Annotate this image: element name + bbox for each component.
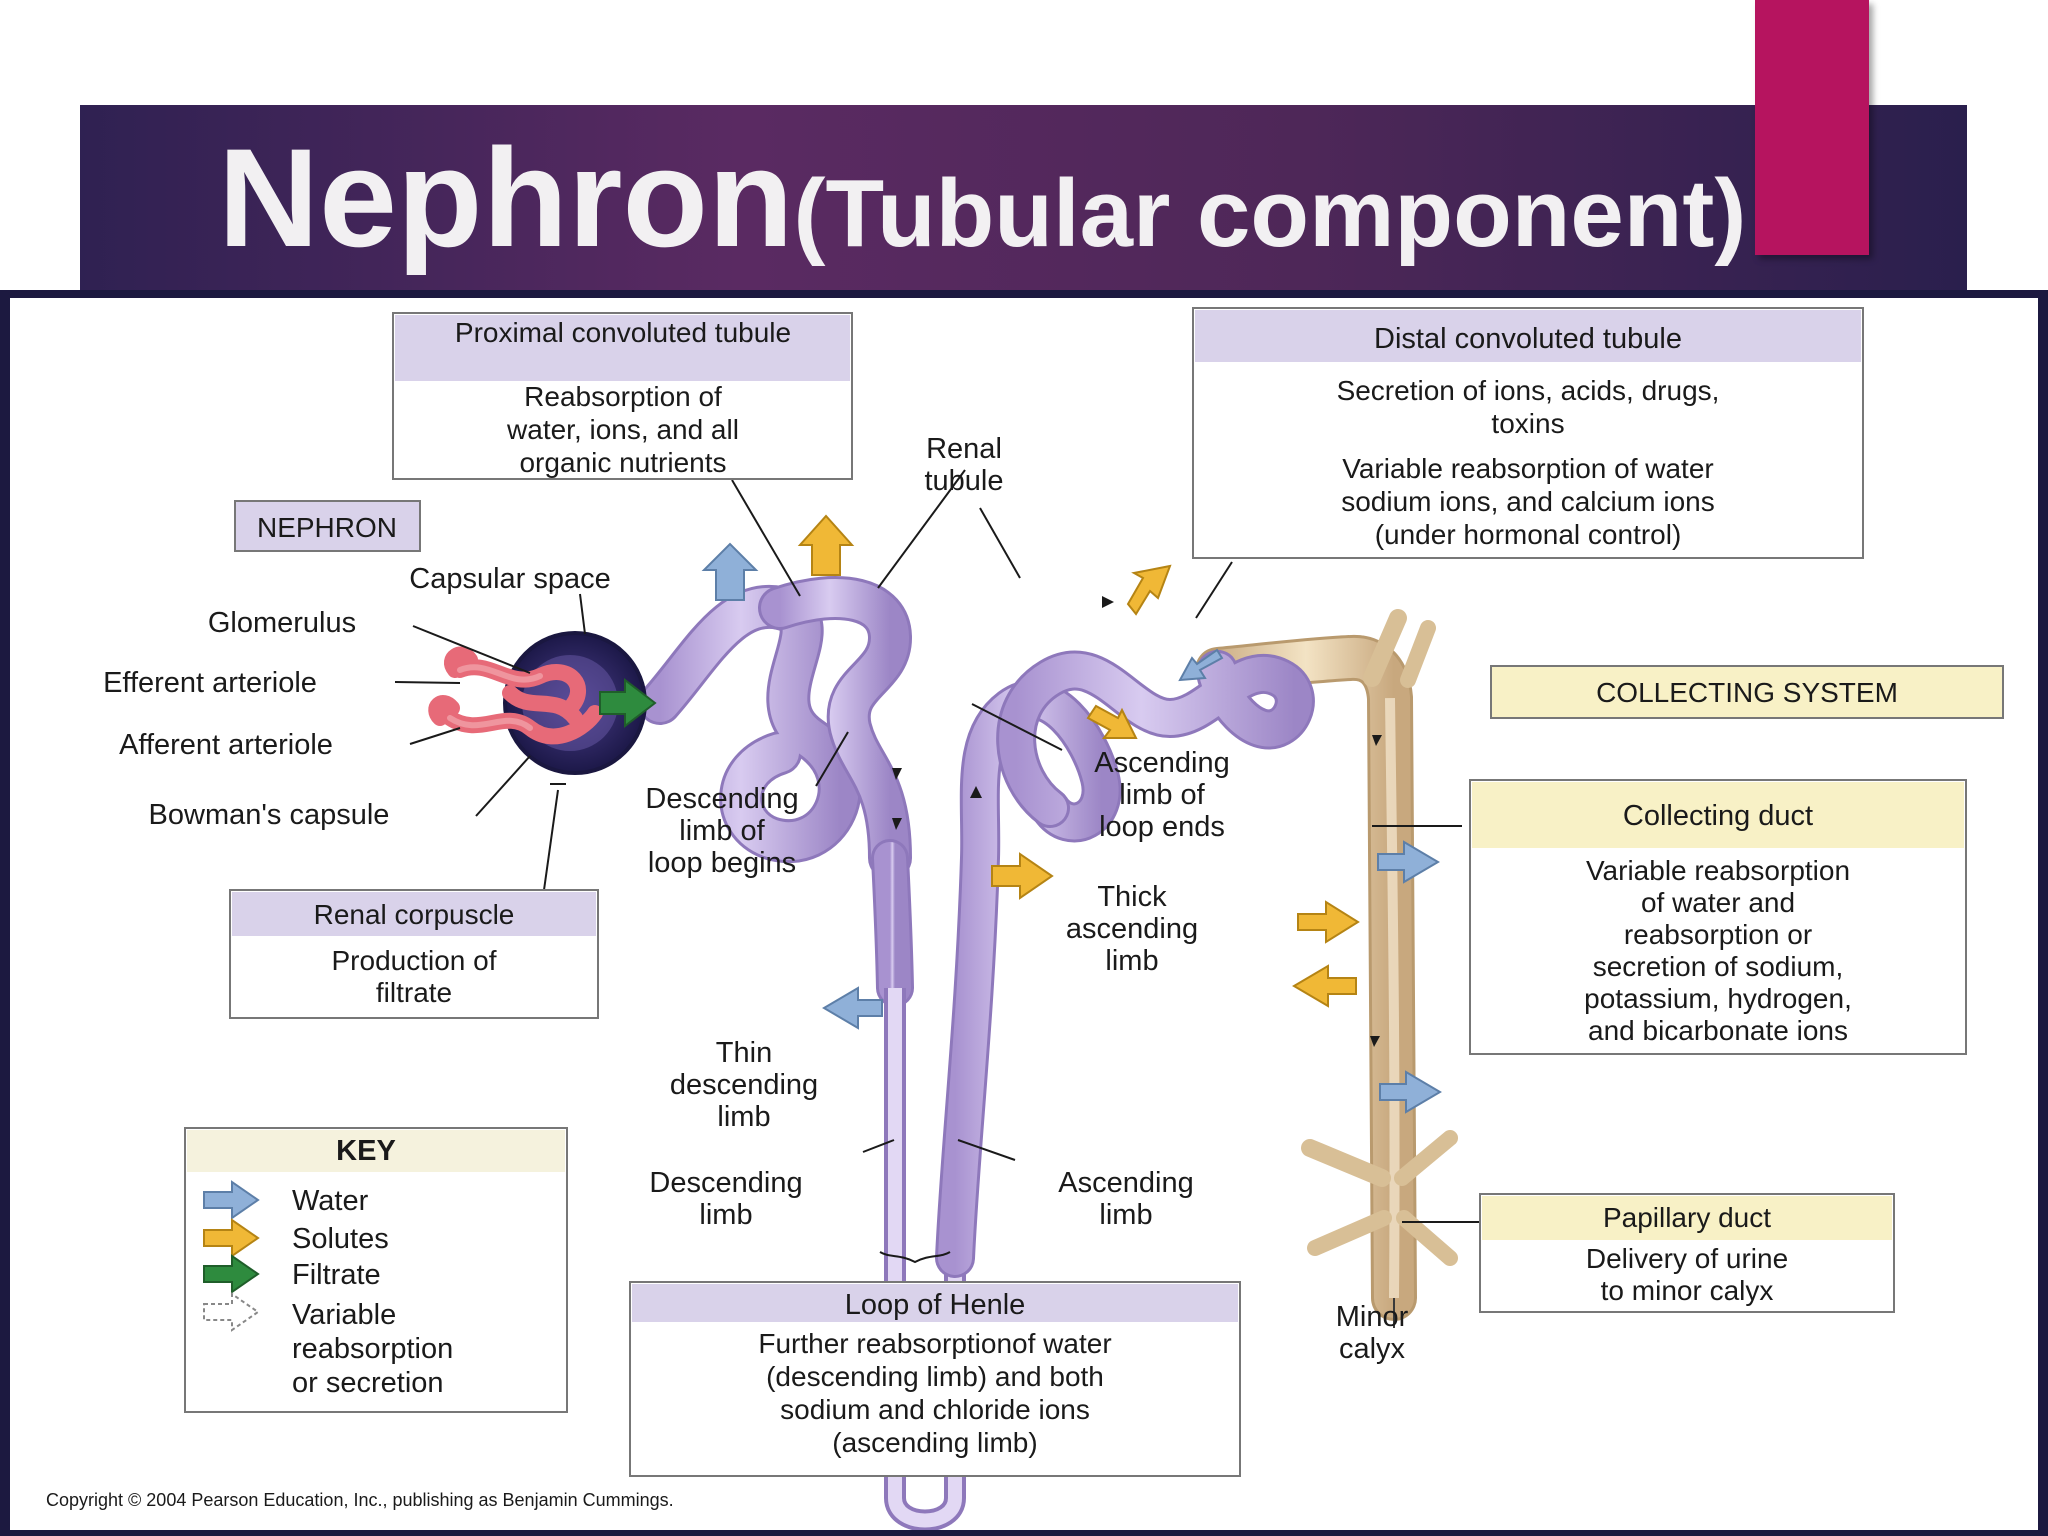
label-desc-begins-2: limb of	[679, 815, 765, 847]
dct-line-4: sodium ions, and calcium ions	[1341, 486, 1715, 517]
rc-line-1: Production of	[332, 945, 497, 976]
renal-corpuscle-graphic	[428, 631, 647, 775]
cd-line-1: Variable reabsorption	[1586, 855, 1850, 886]
nephron-tag: NEPHRON	[234, 500, 421, 552]
collecting-system-tag-text: COLLECTING SYSTEM	[1596, 677, 1898, 708]
label-asc-ends-1: Ascending	[1094, 747, 1229, 779]
label-asc-ends-2: limb of	[1119, 779, 1205, 811]
dct-line-3: Variable reabsorption of water	[1342, 453, 1713, 484]
label-efferent: Efferent arteriole	[103, 667, 317, 699]
renal-corpuscle-box: Renal corpuscle Production of filtrate	[229, 889, 599, 1019]
dct-line-2: toxins	[1491, 408, 1564, 439]
cd-title: Collecting duct	[1623, 800, 1813, 832]
water-arrow-icon	[1379, 1070, 1442, 1114]
pct-line-1: Reabsorption of	[524, 381, 722, 412]
water-arrow-icon	[1178, 648, 1224, 682]
pd-line-2: to minor calyx	[1601, 1275, 1774, 1306]
label-thick-asc-2: ascending	[1066, 913, 1198, 945]
rc-title: Renal corpuscle	[314, 899, 515, 930]
label-desc-begins-1: Descending	[645, 783, 798, 815]
dct-box: Distal convoluted tubule Secretion of io…	[1192, 307, 1864, 559]
loh-line-3: sodium and chloride ions	[780, 1394, 1090, 1425]
collecting-system-tag: COLLECTING SYSTEM	[1490, 665, 2004, 719]
label-glomerulus: Glomerulus	[208, 607, 356, 639]
accent-bar	[1755, 0, 1869, 255]
pct-box: Proximal convoluted tubule Reabsorption …	[392, 312, 853, 480]
title-main: Nephron	[218, 119, 794, 276]
label-renal-tubule-2: tubule	[924, 465, 1003, 497]
label-desc-begins-3: loop begins	[648, 847, 796, 879]
label-desc-limb-1: Descending	[649, 1167, 802, 1199]
solute-arrow-icon	[1126, 564, 1172, 616]
key-variable-icon	[203, 1292, 260, 1332]
papillary-duct-box: Papillary duct Delivery of urine to mino…	[1479, 1193, 1895, 1313]
key-water: Water	[292, 1185, 369, 1217]
label-thick-asc-3: limb	[1105, 945, 1158, 977]
dct-title: Distal convoluted tubule	[1374, 323, 1682, 355]
title-band	[80, 105, 1967, 290]
pd-title: Papillary duct	[1603, 1202, 1771, 1233]
key-or-secretion: or secretion	[292, 1367, 444, 1399]
filtrate-arrow-icon	[599, 677, 657, 729]
key-variable: Variable	[292, 1299, 396, 1331]
free-labels: Capsular space Glomerulus Efferent arter…	[46, 433, 1409, 1510]
pct-line-3: organic nutrients	[519, 447, 726, 478]
rc-line-2: filtrate	[376, 977, 452, 1008]
cd-line-6: and bicarbonate ions	[1588, 1015, 1848, 1046]
label-minor-calyx-2: calyx	[1339, 1333, 1406, 1365]
loop-of-henle-box: Loop of Henle Further reabsorptionof wat…	[629, 1281, 1241, 1477]
water-arrow-icon	[822, 986, 883, 1030]
cd-line-5: potassium, hydrogen,	[1584, 983, 1852, 1014]
dct-line-5: (under hormonal control)	[1375, 519, 1682, 550]
key-reabsorption: reabsorption	[292, 1333, 453, 1365]
key-water-icon	[203, 1180, 260, 1220]
copyright: Copyright © 2004 Pearson Education, Inc.…	[46, 1490, 674, 1510]
solute-arrow-icon	[1086, 704, 1138, 739]
solute-arrow-icon	[1292, 964, 1357, 1008]
key-solutes: Solutes	[292, 1223, 389, 1255]
slide-title: Nephron(Tubular component)	[218, 128, 1746, 268]
solute-arrow-icon	[991, 852, 1054, 900]
loh-line-4: (ascending limb)	[832, 1427, 1037, 1458]
collecting-duct-box: Collecting duct Variable reabsorption of…	[1469, 779, 1967, 1055]
nephron-tag-text: NEPHRON	[257, 512, 397, 543]
label-thin-desc-1: Thin	[716, 1037, 772, 1069]
label-thin-desc-2: descending	[670, 1069, 818, 1101]
label-desc-limb-2: limb	[699, 1199, 752, 1231]
leader-lines	[394, 469, 1480, 1264]
label-asc-limb-2: limb	[1099, 1199, 1152, 1231]
pct-line-2: water, ions, and all	[506, 414, 739, 445]
loh-line-2: (descending limb) and both	[766, 1361, 1104, 1392]
label-thick-asc-1: Thick	[1097, 881, 1167, 913]
legend-key: KEY Water Solutes Filtrate Variable reab…	[184, 1127, 568, 1413]
label-thin-desc-3: limb	[717, 1101, 770, 1133]
loh-line-1: Further reabsorptionof water	[758, 1328, 1111, 1359]
cd-line-2: of water and	[1641, 887, 1795, 918]
label-asc-ends-3: loop ends	[1099, 811, 1225, 843]
label-asc-limb-1: Ascending	[1058, 1167, 1193, 1199]
water-arrow-icon	[701, 542, 759, 601]
key-filtrate-icon	[203, 1254, 260, 1294]
title-subtitle: (Tubular component)	[793, 160, 1747, 267]
solute-arrow-icon	[1297, 900, 1360, 944]
pd-line-1: Delivery of urine	[1586, 1243, 1788, 1274]
solute-arrow-icon	[797, 514, 855, 576]
key-solutes-icon	[203, 1218, 260, 1258]
water-arrow-icon	[1377, 840, 1440, 884]
cd-line-3: reabsorption or	[1624, 919, 1812, 950]
pct-title: Proximal convoluted tubule	[455, 317, 791, 348]
label-afferent: Afferent arteriole	[119, 729, 333, 761]
label-bowmans: Bowman's capsule	[149, 799, 390, 831]
dct-line-1: Secretion of ions, acids, drugs,	[1337, 375, 1720, 406]
flow-arrows	[599, 514, 1442, 1114]
key-title: KEY	[336, 1135, 396, 1167]
loh-title: Loop of Henle	[845, 1289, 1026, 1321]
cd-line-4: secretion of sodium,	[1593, 951, 1844, 982]
label-minor-calyx-1: Minor	[1336, 1301, 1409, 1333]
label-renal-tubule-1: Renal	[926, 433, 1002, 465]
renal-tubule	[638, 576, 1315, 1532]
key-filtrate: Filtrate	[292, 1259, 381, 1291]
label-capsular-space: Capsular space	[409, 563, 611, 595]
nephron-figure: Proximal convoluted tubule Reabsorption …	[10, 298, 2038, 1532]
